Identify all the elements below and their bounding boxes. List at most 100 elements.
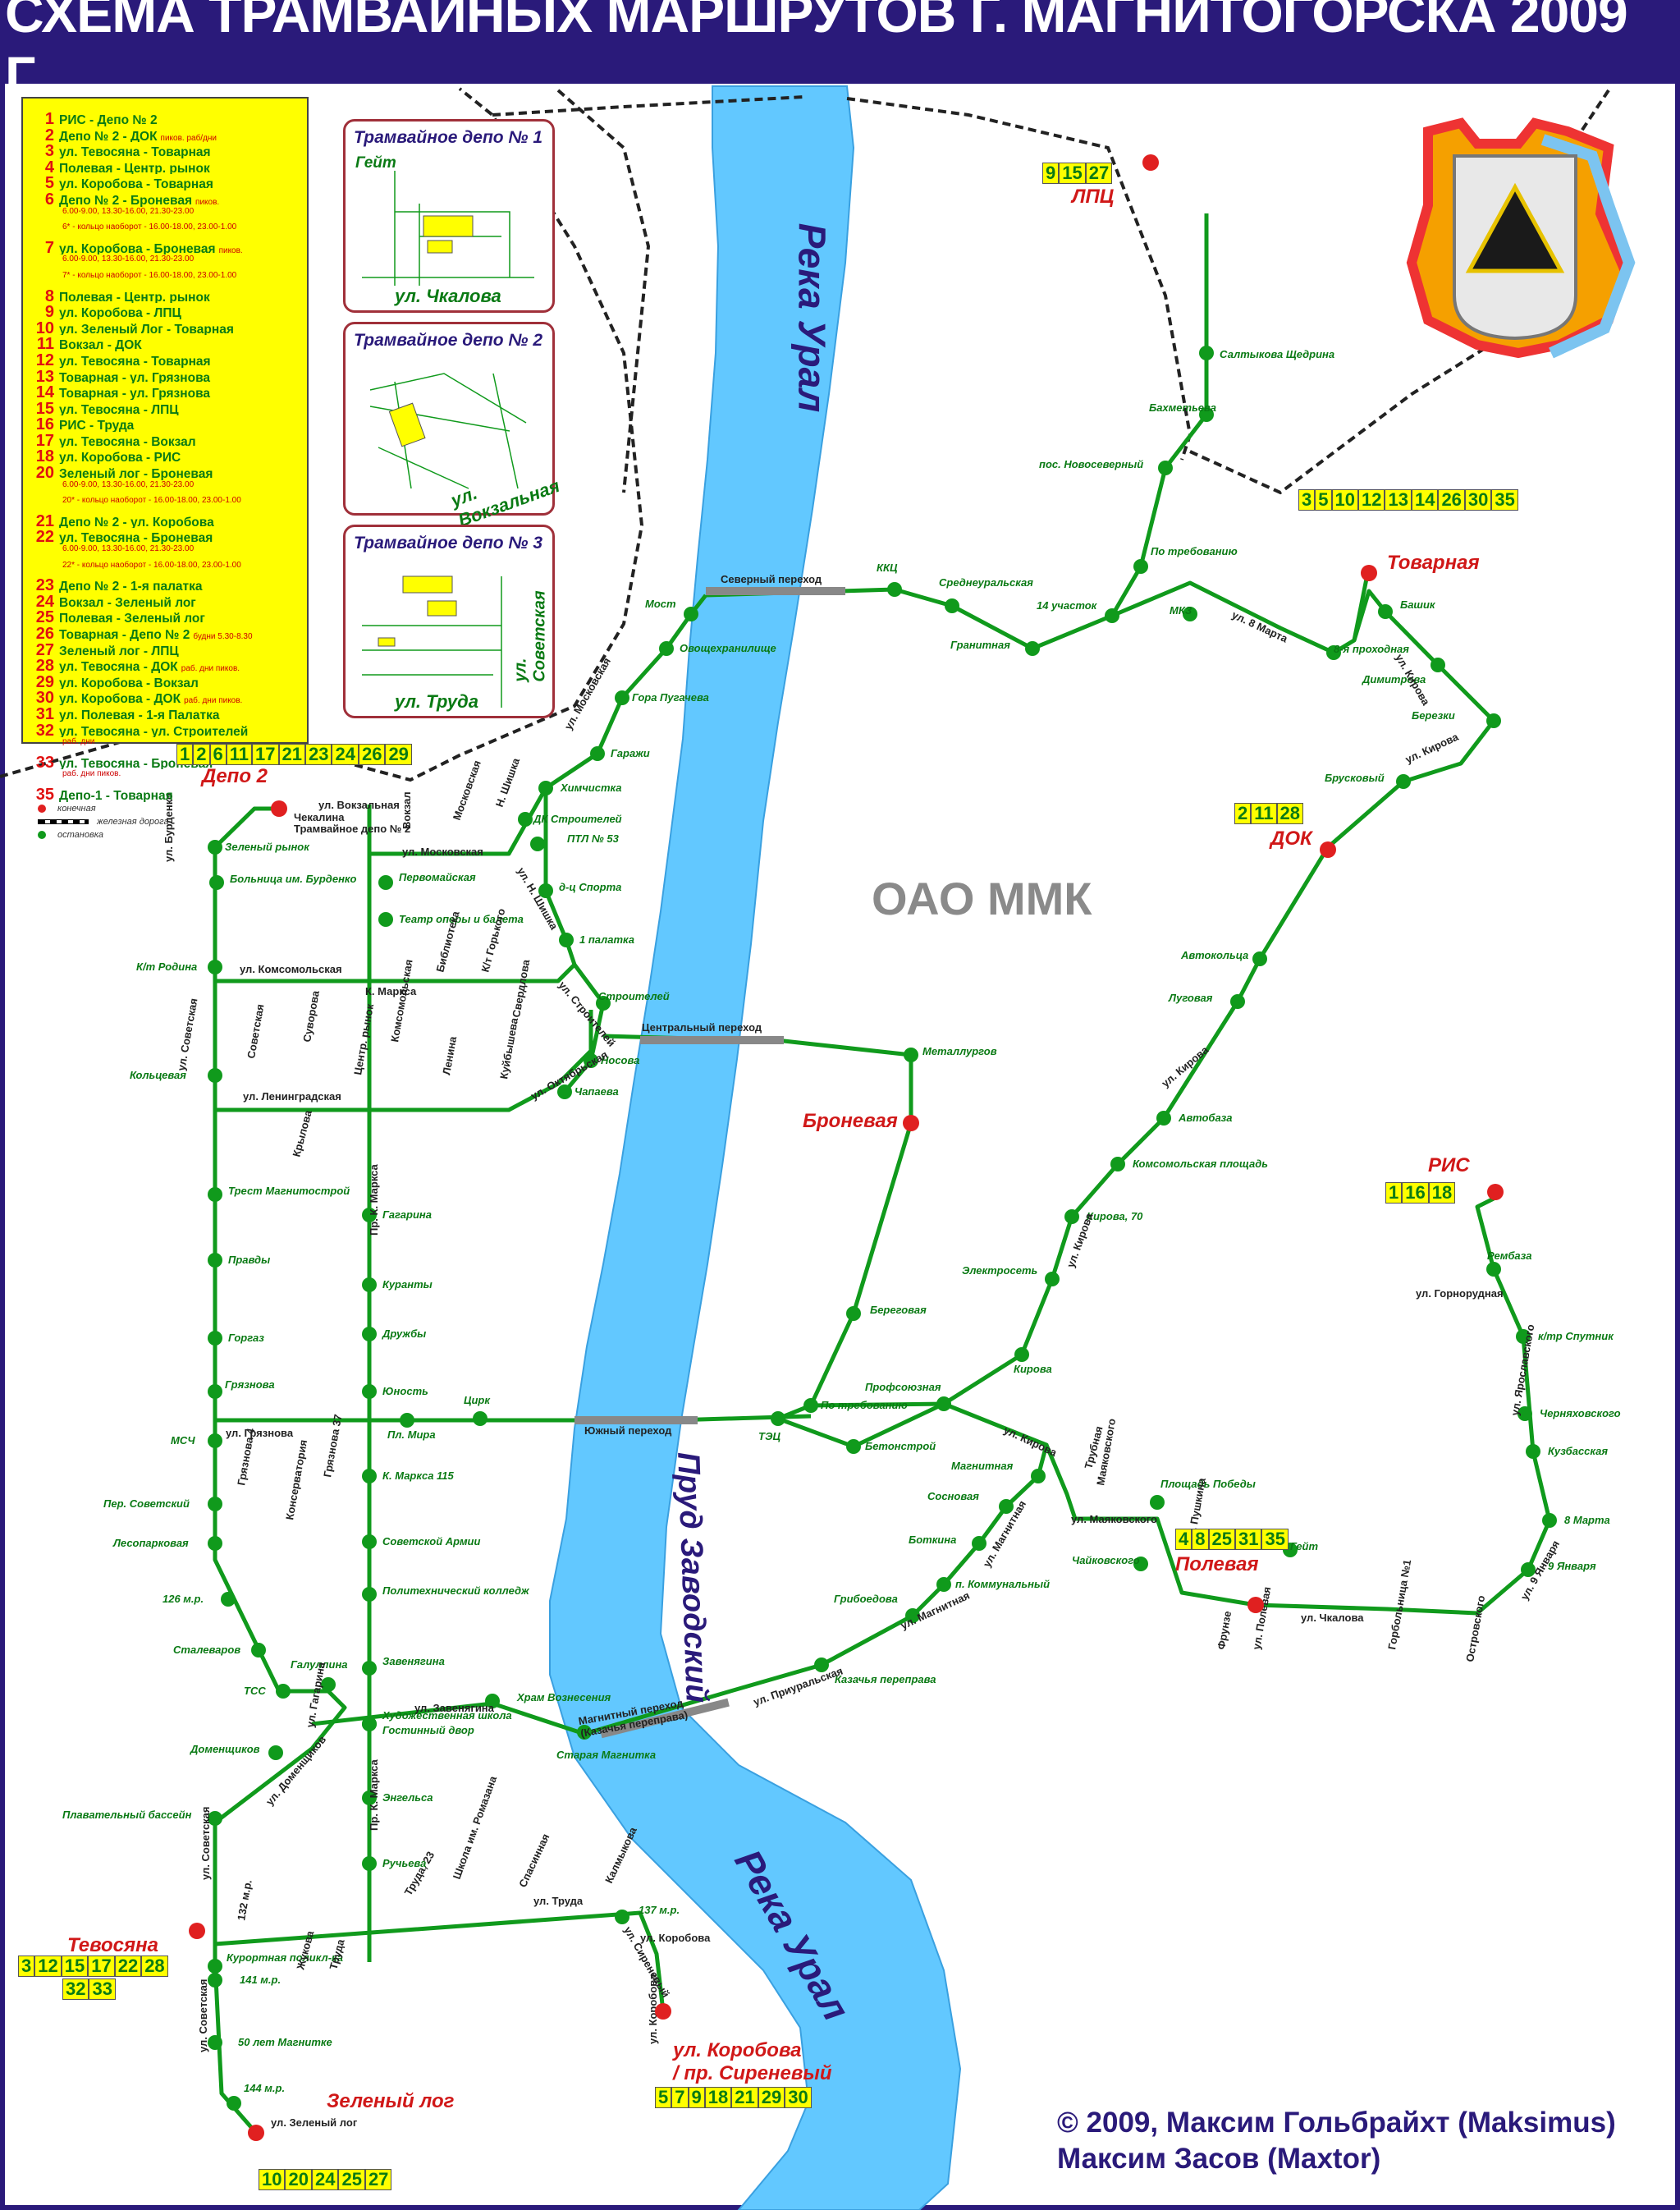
legend-route-name: Вокзал - Зеленый лог <box>59 595 196 609</box>
stop-dot <box>208 1253 222 1268</box>
legend-route-number: 11 <box>36 335 54 351</box>
depot-1-inset: Трамвайное депо № 1 Гейт ул. Чкалова <box>343 119 555 313</box>
terminal-bronevaya: Броневая <box>803 1110 898 1132</box>
company-label: ОАО ММК <box>872 873 1092 924</box>
terminal-depo2: Депо 2 <box>202 765 268 787</box>
stop-dot <box>362 1277 377 1292</box>
stop-label: Куранты <box>382 1278 433 1291</box>
route-number-cell: 2 <box>1234 803 1252 824</box>
route-number-cell: 17 <box>88 1956 115 1977</box>
stop-label: Энгельса <box>382 1791 433 1804</box>
stop-dot <box>590 746 605 761</box>
line-gryaznova <box>215 1414 812 1423</box>
legend-route-name: ул. Коробова - Вокзал <box>59 676 199 690</box>
railway-depot <box>556 89 651 493</box>
stop-dot <box>887 582 902 597</box>
street-label: ул. Ленинградская <box>243 1090 341 1103</box>
route-number-cell: 9 <box>688 2087 705 2108</box>
stop-label: Галуллина <box>291 1658 348 1671</box>
street-label: Калмыкова <box>602 1825 639 1886</box>
depot-3-plan <box>362 575 502 708</box>
stop-dot <box>1064 1209 1079 1224</box>
street-label: Островского <box>1463 1594 1487 1662</box>
stop-label: Кирова, 70 <box>1087 1210 1143 1222</box>
line-mayakovskogo <box>1044 1196 1552 1616</box>
stop-label: Пер. Советский <box>103 1497 190 1510</box>
street-label: Центр. рынок <box>351 1002 376 1075</box>
stop-label: Брусковый <box>1325 772 1385 784</box>
stop-label: 9 Января <box>1548 1560 1596 1572</box>
stop-dot <box>362 1208 377 1222</box>
stop-label: 8-я проходная <box>1334 643 1409 655</box>
stop-dot <box>362 1384 377 1399</box>
depot-3-street: ул. Труда <box>395 691 478 712</box>
line-west-spine <box>213 847 347 2134</box>
legend-route-name: ул. Зеленый Лог - Товарная <box>59 322 234 336</box>
depot-2-title: Трамвайное депо № 2 <box>354 331 543 350</box>
stop-label: Боткина <box>909 1534 956 1546</box>
stop-label: Плавательный бассейн <box>62 1809 192 1821</box>
legend-route-number: 13 <box>35 367 54 384</box>
stop-dot <box>362 1534 377 1549</box>
stop-label: Салтыкова Щедрина <box>1220 348 1334 360</box>
route-number-cell: 32 <box>62 1978 89 2000</box>
stop-label: 137 м.р. <box>639 1904 680 1916</box>
bridge-magnitny <box>600 1698 730 1739</box>
stop-dot <box>400 1413 414 1428</box>
legend-route-name: ул. Тевосяна - Броневая <box>59 531 213 545</box>
route-number-cell: 16 <box>1402 1182 1429 1204</box>
route-number-cell: 25 <box>338 2169 365 2190</box>
stop-label: Рембаза <box>1487 1249 1532 1262</box>
street-label: Пр. К. Маркса <box>368 1758 380 1831</box>
legend-dot-icon <box>38 830 46 839</box>
legend-route-name: ул. Тевосяна - Товарная <box>59 354 211 368</box>
route-number-cell: 33 <box>89 1978 116 2000</box>
stop-dot <box>1025 641 1040 656</box>
legend-route-number: 20 <box>35 464 54 480</box>
stop-dot <box>1486 713 1501 728</box>
legend-route-name: ул. Коробова - ДОК <box>59 692 181 705</box>
street-label: Московская <box>451 759 483 822</box>
stop-label: Луговая <box>1168 992 1213 1004</box>
stop-label: Комсомольская площадь <box>1133 1158 1268 1170</box>
legend-route-note: раб. дни <box>62 737 95 747</box>
legend-route-note: 20* - кольцо наоборот - 16.00-18.00, 23.… <box>62 496 241 506</box>
stop-dot <box>268 1745 283 1760</box>
stop-label: Площадь Победы <box>1160 1478 1256 1490</box>
legend-route-name: ул. Коробова - Товарная <box>59 177 213 190</box>
stop-dot <box>559 933 574 947</box>
legend-route-note: 7* - кольцо наоборот - 16.00-18.00, 23.0… <box>62 270 237 280</box>
route-number-cell: 30 <box>1464 489 1492 511</box>
stop-dot <box>1110 1157 1125 1171</box>
stop-label: К/т Родина <box>136 961 197 973</box>
route-number-cell: 31 <box>1234 1529 1262 1550</box>
stop-label: Сосновая <box>927 1490 979 1502</box>
stop-label: Кирова <box>1014 1363 1052 1375</box>
street-label: Комсомольская <box>388 958 414 1043</box>
legend-route-note: 6.00-9.00, 13.30-16.00, 21.30-23.00 <box>62 254 195 264</box>
legend-route-number: 27 <box>35 640 54 658</box>
stop-label: Дружбы <box>382 1327 426 1340</box>
terminal-dot-korobova <box>655 2003 671 2020</box>
legend-route-row: 6.00-9.00, 13.30-16.00, 21.30-23.00 <box>31 254 300 271</box>
stop-dot <box>208 1811 222 1826</box>
stop-label: МСЧ <box>171 1434 195 1447</box>
terminal-korobova-1: ул. Коробова <box>673 2039 802 2061</box>
stop-label: Мост <box>645 598 676 610</box>
route-number-cell: 12 <box>34 1956 62 1977</box>
stop-label: Гагарина <box>382 1208 432 1221</box>
stop-dot <box>362 1717 377 1731</box>
legend-route-number: 35 <box>35 785 54 802</box>
legend-route-number: 5 <box>44 174 54 190</box>
